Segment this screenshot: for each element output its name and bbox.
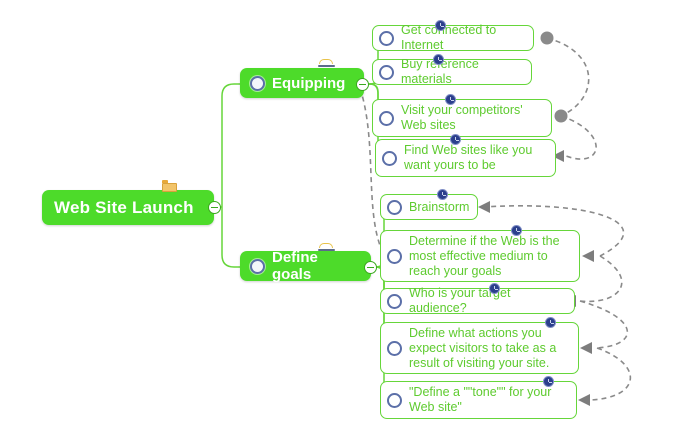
- relation-dot-1: [540, 31, 554, 45]
- relation-arc-2: [560, 115, 597, 160]
- leaf-node-label: Find Web sites like you want yours to be: [404, 143, 533, 172]
- clock-icon: [433, 54, 444, 65]
- leaf-node[interactable]: Find Web sites like you want yours to be: [375, 134, 556, 177]
- relation-arc-7: [589, 347, 632, 401]
- ring-bullet-icon: [387, 293, 402, 309]
- leaf-node-label: Brainstorm: [409, 199, 470, 214]
- branch-node-define-goals-label: Define goals: [272, 249, 318, 283]
- leaf-node-label: Get connected to Internet: [401, 23, 497, 52]
- note-marker-icon[interactable]: [318, 59, 335, 68]
- ring-bullet-icon: [379, 110, 394, 126]
- ring-bullet-icon: [387, 248, 402, 264]
- ring-bullet-icon: [379, 30, 394, 46]
- leaf-node[interactable]: "Define a ""tone"" for your Web site": [380, 376, 577, 419]
- leaf-node[interactable]: Get connected to Internet: [372, 20, 534, 52]
- root-node[interactable]: Web Site Launch: [42, 190, 214, 225]
- relation-dot-2: [554, 109, 568, 123]
- clock-icon: [435, 20, 446, 31]
- leaf-node[interactable]: Buy reference materials: [372, 54, 532, 86]
- equipping-collapse-button[interactable]: [356, 78, 369, 91]
- leaf-node-label: Visit your competitors' Web sites: [401, 103, 523, 132]
- clock-icon: [545, 317, 556, 328]
- clock-icon: [489, 283, 500, 294]
- clock-icon: [543, 376, 554, 387]
- define-goals-collapse-button[interactable]: [364, 261, 377, 274]
- branch-node-equipping[interactable]: Equipping: [240, 68, 364, 98]
- relation-arrow-determine: [582, 250, 594, 262]
- folder-icon[interactable]: [162, 180, 177, 192]
- relation-arrow-brainstorm: [478, 201, 490, 213]
- circle-bullet-icon: [250, 258, 265, 274]
- ring-bullet-icon: [387, 392, 402, 408]
- leaf-node[interactable]: Visit your competitors' Web sites: [372, 94, 552, 137]
- leaf-node[interactable]: Brainstorm: [380, 189, 478, 220]
- leaf-node[interactable]: Define what actions you expect visitors …: [380, 317, 579, 374]
- clock-icon: [450, 134, 461, 145]
- ring-bullet-icon: [379, 64, 394, 80]
- branch-node-define-goals[interactable]: Define goals: [240, 249, 371, 283]
- ring-bullet-icon: [382, 150, 397, 166]
- leaf-node-label: "Define a ""tone"" for your Web site": [409, 385, 552, 414]
- branch-node-equipping-label: Equipping: [272, 74, 346, 92]
- relation-arc-6: [579, 300, 628, 349]
- link-root-equipping: [221, 83, 240, 207]
- relation-arrow-actions: [580, 342, 592, 354]
- link-root-define: [221, 207, 240, 268]
- clock-icon: [511, 225, 522, 236]
- leaf-node-label: Buy reference materials: [401, 57, 479, 86]
- root-node-label: Web Site Launch: [54, 197, 194, 217]
- relation-arc-5: [579, 255, 623, 303]
- ring-bullet-icon: [387, 340, 402, 356]
- relation-arc-1: [546, 37, 590, 117]
- leaf-node[interactable]: Who is your target audience?: [380, 283, 575, 315]
- leaf-node-label: Define what actions you expect visitors …: [409, 325, 557, 370]
- root-collapse-button[interactable]: [208, 201, 221, 214]
- leaf-node-label: Determine if the Web is the most effecti…: [409, 233, 560, 278]
- ring-bullet-icon: [387, 199, 402, 215]
- leaf-node[interactable]: Determine if the Web is the most effecti…: [380, 225, 580, 282]
- leaf-node-label: Who is your target audience?: [409, 286, 511, 315]
- relation-arrow-tone: [578, 394, 590, 406]
- clock-icon: [445, 94, 456, 105]
- circle-bullet-icon: [250, 75, 265, 91]
- note-marker-icon[interactable]: [318, 243, 335, 252]
- clock-icon: [437, 189, 448, 200]
